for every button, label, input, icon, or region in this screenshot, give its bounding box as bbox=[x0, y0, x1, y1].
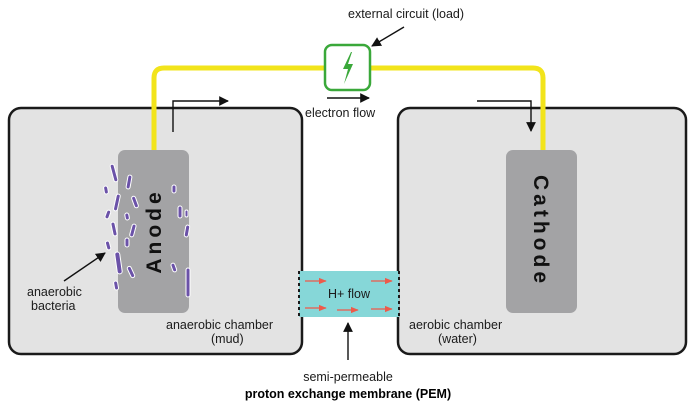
bacterium bbox=[124, 237, 130, 248]
bacterium bbox=[170, 262, 178, 273]
bacterium bbox=[110, 221, 118, 237]
cathode-electrode bbox=[506, 150, 577, 313]
bacterium bbox=[124, 212, 130, 221]
bacterium bbox=[125, 174, 133, 190]
pem-label-line1: semi-permeable bbox=[303, 370, 393, 384]
anaerobic-chamber-label: anaerobic chamber (mud) bbox=[166, 318, 277, 346]
anaerobic-bacteria-pointer bbox=[63, 252, 106, 282]
bacterium bbox=[183, 224, 191, 238]
bacteria-group bbox=[103, 163, 191, 298]
h-flow-label: H+ flow bbox=[328, 287, 371, 301]
anaerobic-chamber-line1: anaerobic chamber bbox=[166, 318, 273, 332]
aerobic-chamber-line2: (water) bbox=[438, 332, 477, 346]
aerobic-chamber-label: aerobic chamber (water) bbox=[409, 318, 506, 346]
bacterium bbox=[104, 209, 112, 220]
aerobic-chamber-line1: aerobic chamber bbox=[409, 318, 502, 332]
h-flow-arrows bbox=[305, 277, 393, 314]
anaerobic-bacteria-line2: bacteria bbox=[31, 299, 76, 313]
load-box bbox=[323, 43, 372, 92]
electron-flow-arrow-cathode bbox=[477, 100, 536, 132]
bacterium bbox=[113, 193, 121, 212]
bacterium bbox=[171, 184, 177, 194]
bacterium bbox=[185, 267, 191, 298]
bacterium bbox=[103, 185, 109, 195]
anaerobic-chamber-line2: (mud) bbox=[211, 332, 244, 346]
electron-flow-label: electron flow bbox=[305, 106, 376, 120]
anaerobic-bacteria-line1: anaerobic bbox=[27, 285, 82, 299]
anaerobic-bacteria-label: anaerobic bacteria bbox=[27, 285, 85, 313]
bacterium bbox=[177, 205, 183, 219]
bacterium bbox=[109, 163, 119, 183]
pem-label-line2: proton exchange membrane (PEM) bbox=[245, 387, 451, 401]
bacterium bbox=[126, 265, 136, 279]
cathode-label: Cathode bbox=[529, 175, 552, 287]
bacterium bbox=[131, 195, 139, 209]
electron-flow-arrow-anode bbox=[172, 96, 229, 132]
lightning-bolt-icon bbox=[343, 52, 353, 84]
bacterium bbox=[113, 280, 120, 291]
external-circuit-pointer bbox=[371, 26, 405, 47]
bacterium bbox=[114, 251, 123, 275]
anode-label: Anode bbox=[143, 188, 166, 273]
anode-electrode bbox=[118, 150, 189, 313]
bacterium bbox=[184, 209, 189, 218]
bacterium bbox=[104, 240, 112, 251]
bacterium bbox=[129, 223, 137, 238]
external-circuit-label: external circuit (load) bbox=[348, 7, 464, 21]
